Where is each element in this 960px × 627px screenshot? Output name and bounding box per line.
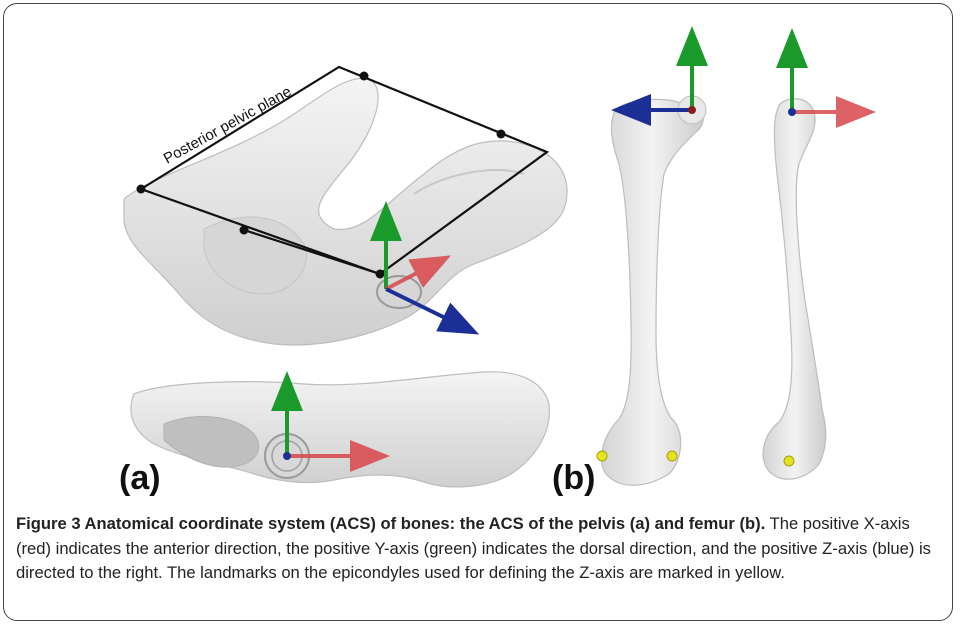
- femur-lateral-view: [763, 36, 868, 479]
- figure-caption: Figure 3 Anatomical coordinate system (A…: [16, 512, 946, 586]
- bones-illustration: Posterior pelvic plane: [4, 4, 953, 504]
- femur-anterior-view: [597, 34, 706, 485]
- figure-frame: Posterior pelvic plane: [3, 3, 953, 621]
- figure-illustration: Posterior pelvic plane: [4, 4, 953, 504]
- panel-label-a: (a): [119, 459, 161, 498]
- caption-title: Figure 3 Anatomical coordinate system (A…: [16, 514, 765, 533]
- pelvis-lateral-view: [131, 372, 549, 487]
- panel-label-b: (b): [552, 459, 595, 498]
- pelvis-perspective-view: [124, 78, 567, 345]
